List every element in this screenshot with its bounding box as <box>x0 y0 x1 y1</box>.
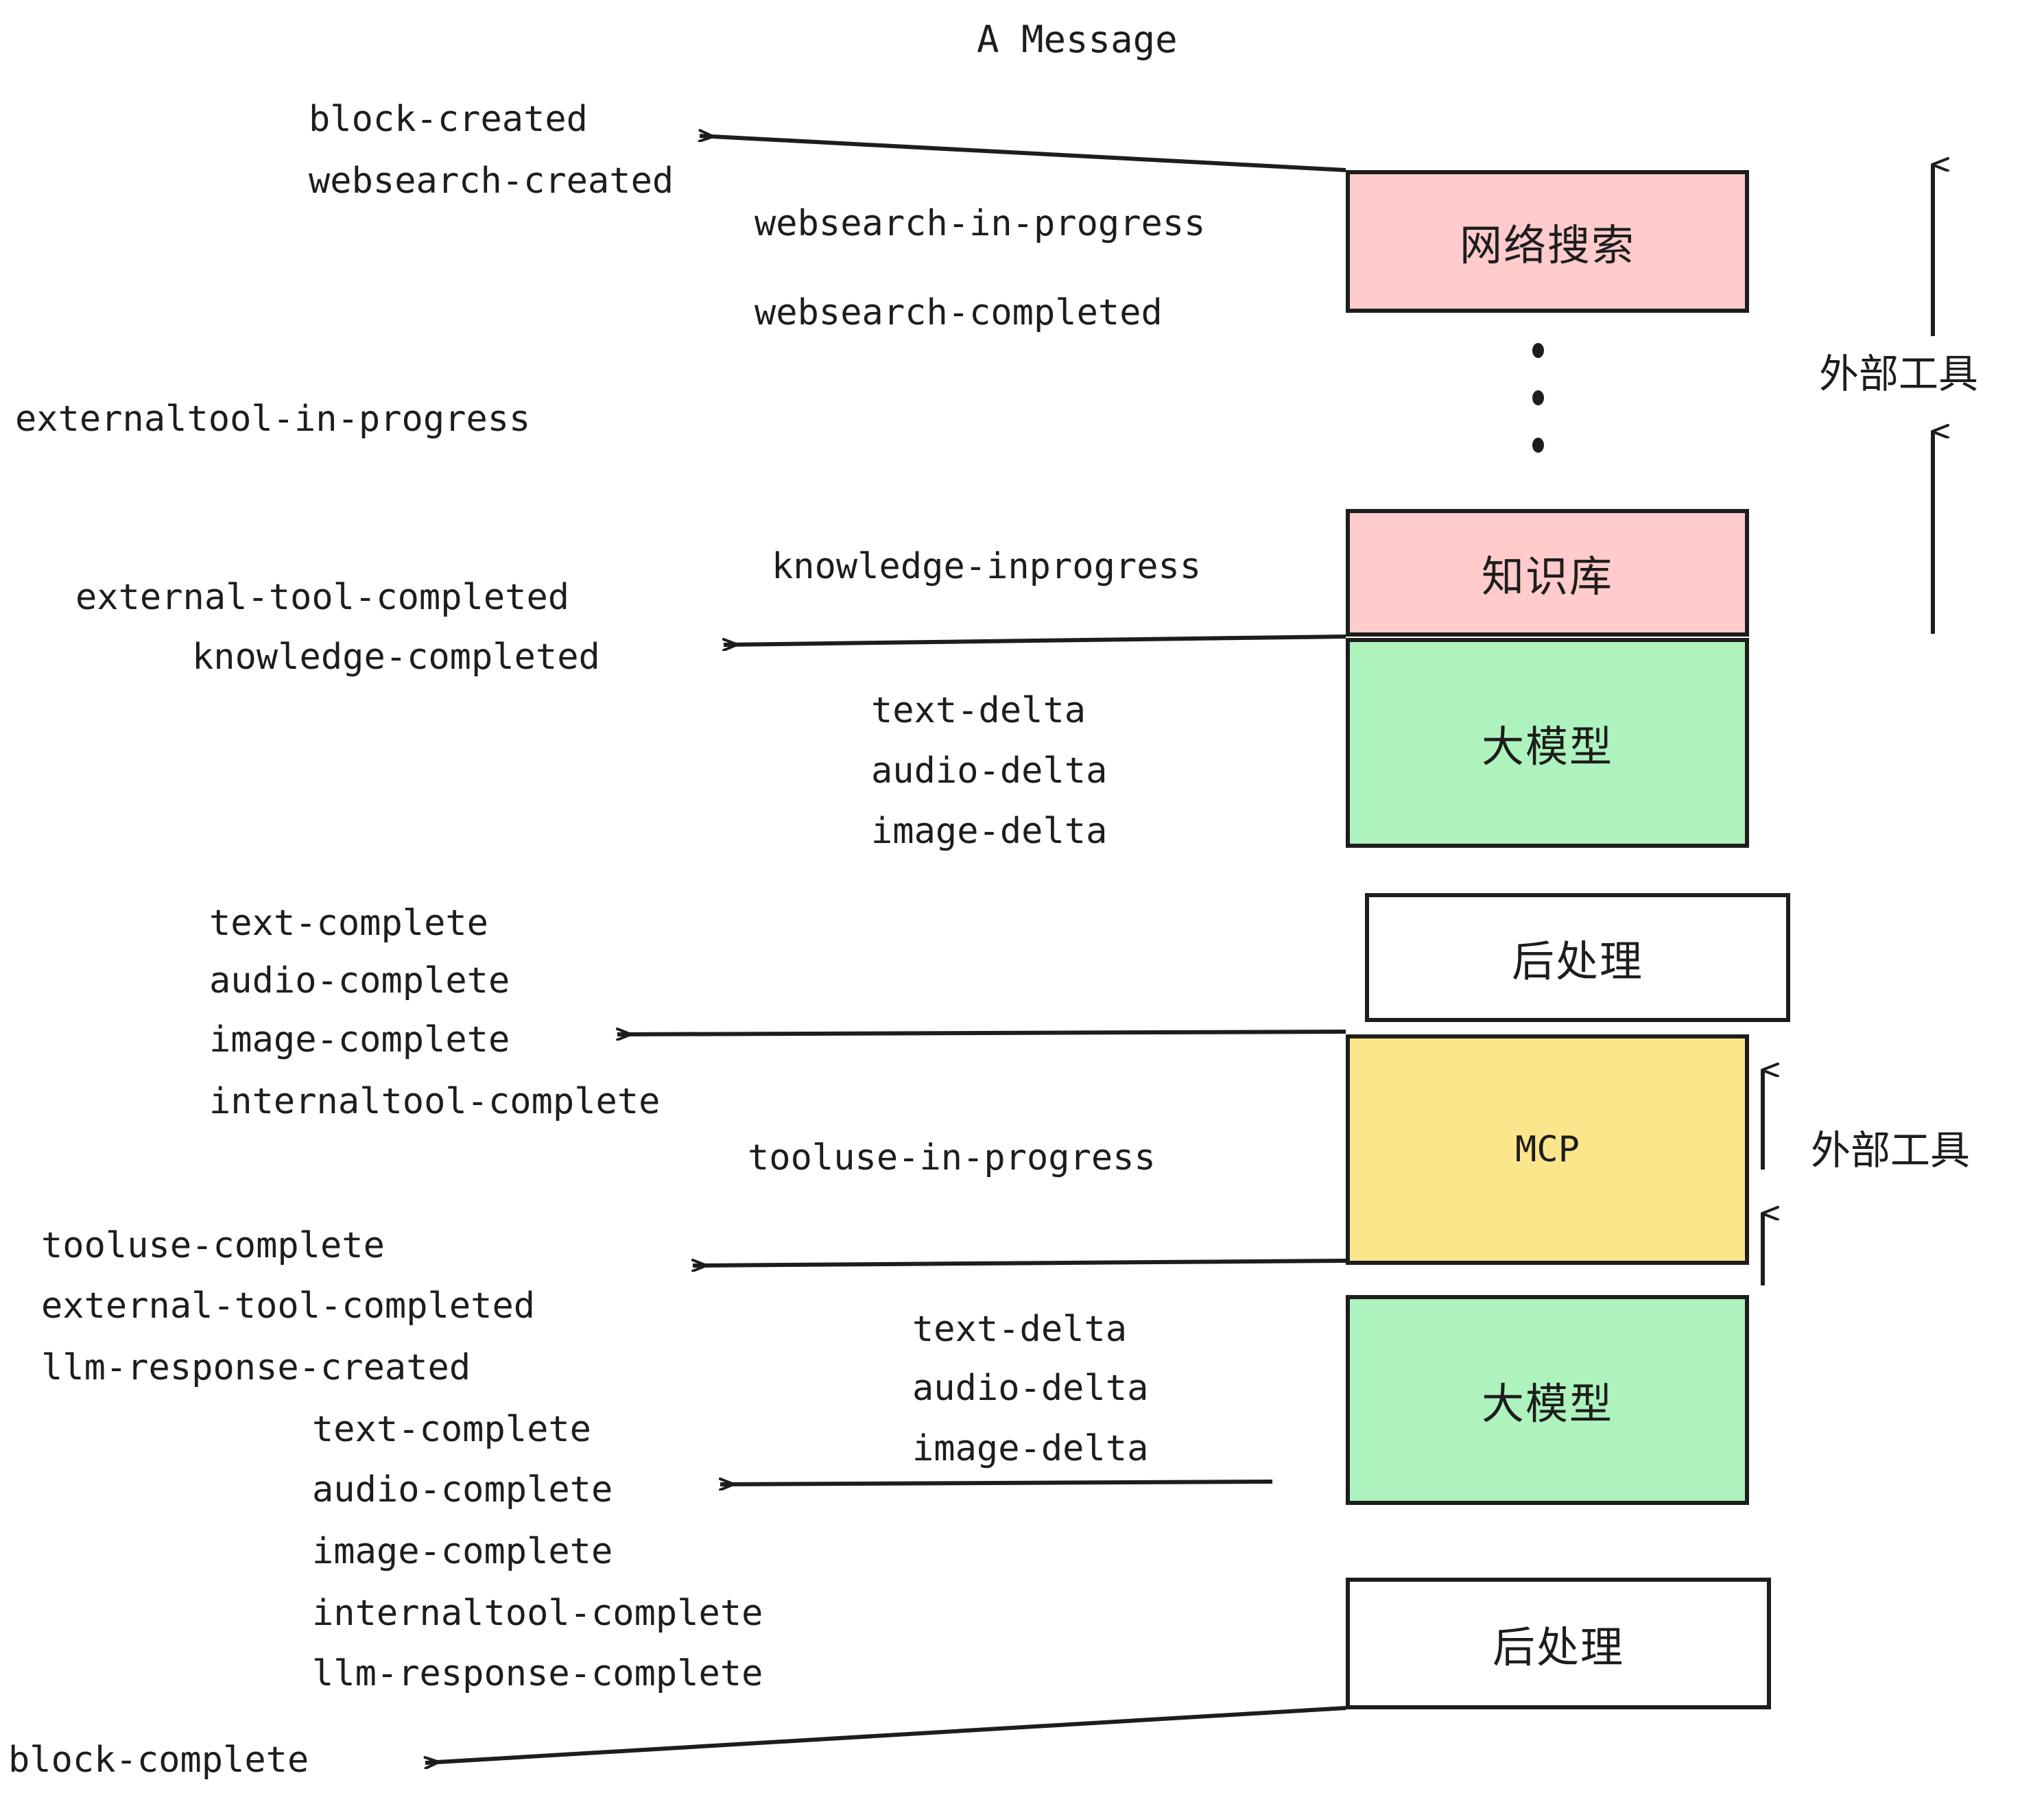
event-internaltool-complete-1: internaltool-complete <box>209 1081 661 1122</box>
event-image-complete-1: image-complete <box>209 1019 510 1060</box>
node-mcp[interactable]: MCP <box>1346 1034 1749 1265</box>
arrow-mcp-to-tooluse-complete <box>693 1259 1346 1266</box>
event-knowledge-completed: knowledge-completed <box>192 637 600 678</box>
event-internaltool-complete-2: internaltool-complete <box>312 1593 763 1634</box>
node-websearch[interactable]: 网络搜索 <box>1346 170 1749 313</box>
event-image-delta-2: image-delta <box>912 1428 1149 1469</box>
event-externaltool-in-progress: externaltool-in-progress <box>15 399 531 440</box>
node-knowledge[interactable]: 知识库 <box>1346 509 1749 637</box>
node-llm-1[interactable]: 大模型 <box>1346 638 1749 848</box>
dot-3 <box>1532 438 1544 453</box>
node-llm-2[interactable]: 大模型 <box>1346 1295 1749 1505</box>
event-audio-complete-1: audio-complete <box>209 960 510 1001</box>
event-websearch-completed: websearch-completed <box>754 292 1163 333</box>
event-block-complete: block-complete <box>8 1740 309 1781</box>
event-text-delta-2: text-delta <box>912 1309 1128 1350</box>
side-label-external-tools-bottom: 外部工具 <box>1811 1127 1971 1174</box>
node-llm-1-label: 大模型 <box>1481 722 1613 772</box>
event-tooluse-complete: tooluse-complete <box>41 1225 385 1266</box>
event-llm-response-complete: llm-response-complete <box>312 1653 763 1694</box>
node-postprocess-1[interactable]: 后处理 <box>1365 893 1790 1022</box>
event-knowledge-inprogress: knowledge-inprogress <box>772 546 1202 587</box>
node-postprocess-1-label: 后处理 <box>1511 936 1643 986</box>
event-text-complete-1: text-complete <box>209 903 488 944</box>
arrow-postprocess2-to-block-complete <box>425 1706 1346 1763</box>
event-audio-delta-2: audio-delta <box>912 1368 1149 1409</box>
page-title: A Message <box>977 18 1178 61</box>
event-websearch-in-progress: websearch-in-progress <box>754 203 1206 244</box>
node-llm-2-label: 大模型 <box>1481 1379 1613 1429</box>
event-text-complete-2: text-complete <box>312 1409 591 1450</box>
arrow-postprocess1-to-image-complete <box>617 1032 1346 1034</box>
event-external-tool-completed-1: external-tool-completed <box>75 577 570 618</box>
event-text-delta-1: text-delta <box>871 690 1086 731</box>
event-tooluse-in-progress: tooluse-in-progress <box>748 1137 1156 1178</box>
event-audio-complete-2: audio-complete <box>312 1469 613 1510</box>
event-llm-response-created: llm-response-created <box>41 1347 471 1388</box>
node-knowledge-label: 知识库 <box>1481 551 1613 602</box>
arrow-llm2-to-audio-complete <box>720 1482 1273 1484</box>
event-websearch-created: websearch-created <box>309 161 674 202</box>
node-postprocess-2[interactable]: 后处理 <box>1346 1578 1771 1709</box>
dot-2 <box>1532 390 1544 405</box>
node-mcp-label: MCP <box>1515 1129 1580 1170</box>
node-websearch-label: 网络搜索 <box>1459 220 1635 270</box>
event-image-delta-1: image-delta <box>871 811 1108 852</box>
arrow-knowledge-to-knowledge-completed <box>724 634 1346 645</box>
event-image-complete-2: image-complete <box>312 1531 613 1572</box>
dot-1 <box>1532 343 1544 358</box>
event-block-created: block-created <box>309 99 588 140</box>
side-label-external-tools-top: 外部工具 <box>1819 351 1979 397</box>
node-postprocess-2-label: 后处理 <box>1492 1622 1624 1672</box>
event-audio-delta-1: audio-delta <box>871 750 1108 792</box>
event-external-tool-completed-2: external-tool-completed <box>41 1285 536 1327</box>
arrow-websearch-to-block-created <box>700 136 1346 172</box>
ellipsis-dots <box>1531 343 1545 453</box>
